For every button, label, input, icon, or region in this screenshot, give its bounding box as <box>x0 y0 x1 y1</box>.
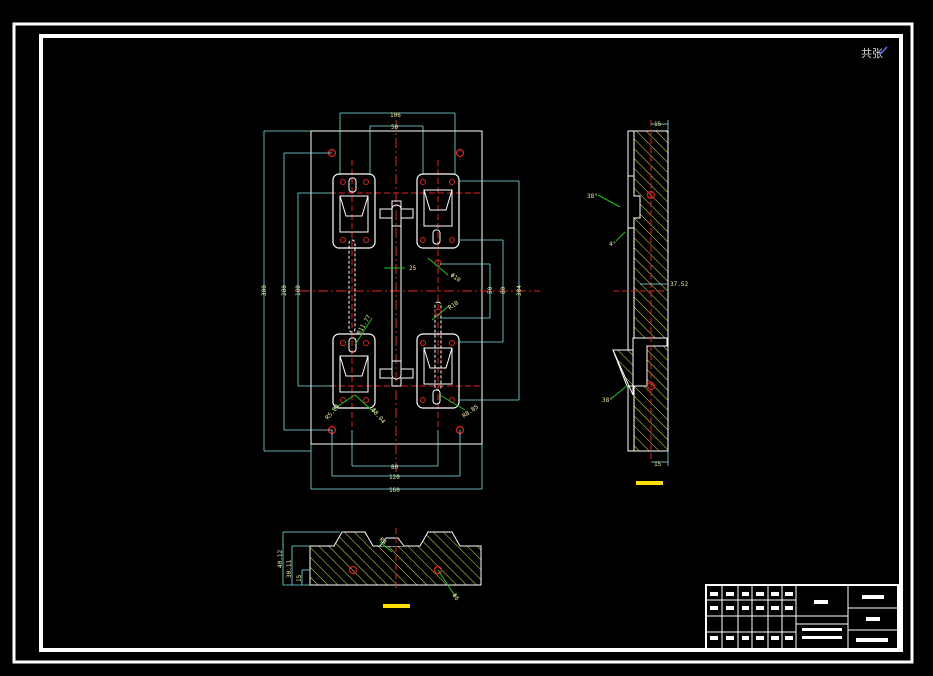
side-dim-height: 37.52 <box>670 281 688 288</box>
bottom-dim-3: 15 <box>296 574 303 582</box>
dim-left-3: 180 <box>295 285 302 296</box>
dim-right-1: 50 <box>487 286 494 294</box>
dim-diag-6: R8.85 <box>461 403 480 419</box>
bottom-dim-radius: R4 <box>378 536 388 546</box>
side-angle-bottom: 38° <box>602 397 613 404</box>
side-lower-wedge <box>612 349 634 396</box>
dim-diag-3: R11.77 <box>356 313 373 336</box>
cavity-bottom-left <box>332 333 376 409</box>
dim-top-outer: 106 <box>390 112 401 119</box>
bottom-hole-left <box>348 565 358 575</box>
dim-right-2: 80 <box>500 286 507 294</box>
dim-bottom-2: 120 <box>389 474 400 481</box>
bottom-dim-2: 30.11 <box>286 560 293 578</box>
side-angle-top: 38° <box>587 193 598 200</box>
bottom-dim-hole: Φ6 <box>450 592 460 602</box>
dim-top-inner: 50 <box>391 124 399 131</box>
front-dimension-lines <box>263 112 520 490</box>
bottom-view-marker <box>383 604 410 608</box>
dim-bottom-3: 160 <box>389 487 400 494</box>
ejector-holes <box>340 179 455 403</box>
runner-vertical <box>391 204 402 380</box>
side-dimension-lines <box>640 120 669 466</box>
bottom-view: 40.12 30.11 15 R4 Φ6 <box>277 528 482 608</box>
cavity-bottom-right <box>416 333 460 409</box>
side-view: 15 15 38° 4° 38° 37.52 <box>587 120 688 485</box>
bottom-groove <box>379 537 405 547</box>
dim-diag-2: R10 <box>447 299 460 311</box>
bottom-leaders <box>379 541 456 597</box>
side-leaders <box>597 194 629 399</box>
side-upper-profile <box>627 175 641 229</box>
page-label: 共张 <box>861 47 883 60</box>
runner-cross-bottom <box>379 360 414 387</box>
bottom-hole-right <box>433 565 443 575</box>
side-dim-top: 15 <box>654 121 662 128</box>
front-leaders <box>331 257 466 414</box>
cavity-top-left <box>332 173 376 249</box>
side-dim-bottom: 15 <box>654 461 662 468</box>
dim-left-2: 280 <box>281 285 288 296</box>
side-angle-mid: 4° <box>609 241 616 248</box>
dim-center: 25 <box>409 265 417 272</box>
dim-diag-1: Φ10 <box>449 272 462 284</box>
bottom-dim-1: 40.12 <box>277 550 284 568</box>
bottom-dimension-lines <box>282 531 340 586</box>
inner-border <box>39 34 903 652</box>
side-view-marker <box>636 481 663 485</box>
dim-left-1: 300 <box>261 285 268 296</box>
cavity-top-right <box>416 173 460 249</box>
dim-right-3: 304 <box>516 285 523 296</box>
dim-diag-5: Φ8.04 <box>369 407 386 426</box>
front-view: 106 50 80 120 160 300 280 180 50 80 304 … <box>261 112 540 494</box>
pen-mark <box>879 46 888 55</box>
title-block <box>705 584 899 650</box>
runner-slot-left <box>348 239 356 333</box>
side-hole-top <box>646 190 656 200</box>
runner-cross-top <box>379 200 414 227</box>
outer-border <box>12 22 914 664</box>
dim-bottom-1: 80 <box>391 464 399 471</box>
side-hole-bottom <box>646 381 656 391</box>
